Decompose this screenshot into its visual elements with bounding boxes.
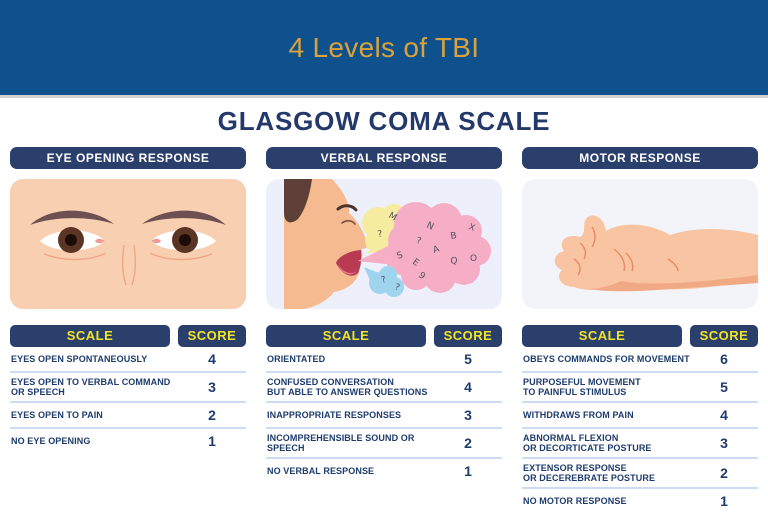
section-motor: MOTOR RESPONSE SCALE SCORE O (522, 147, 758, 513)
table-row: CONFUSED CONVERSATION BUT ABLE TO ANSWER… (266, 373, 502, 403)
table-header: SCALE SCORE (266, 325, 502, 347)
table-rows: ORIENTATED 5 CONFUSED CONVERSATION BUT A… (266, 347, 502, 483)
row-score: 4 (720, 407, 728, 423)
row-score: 2 (464, 435, 472, 451)
row-score: 2 (208, 407, 216, 423)
section-header: VERBAL RESPONSE (266, 147, 502, 169)
row-score: 6 (720, 351, 728, 367)
table-row: EYES OPEN SPONTANEOUSLY 4 (10, 347, 246, 373)
row-score: 2 (720, 465, 728, 481)
speech-letter: X (467, 222, 476, 234)
row-score: 3 (208, 379, 216, 395)
section-eye-opening: EYE OPENING RESPONSE (10, 147, 246, 513)
table-row: EXTENSOR RESPONSE OR DECEREBRATE POSTURE… (522, 459, 758, 489)
speech-letter: 9 (416, 271, 427, 283)
row-score: 1 (720, 493, 728, 509)
score-header: SCORE (434, 325, 502, 347)
row-score: 1 (464, 463, 472, 479)
speech-letter: S (396, 250, 405, 261)
row-label: ORIENTATED (267, 354, 326, 364)
row-score: 5 (720, 379, 728, 395)
scale-table: SCALE SCORE ORIENTATED 5 CONFUSED CONVER… (266, 325, 502, 483)
table-rows: EYES OPEN SPONTANEOUSLY 4 EYES OPEN TO V… (10, 347, 246, 453)
section-header: MOTOR RESPONSE (522, 147, 758, 169)
score-header: SCORE (690, 325, 758, 347)
row-label: NO EYE OPENING (11, 436, 91, 446)
scale-table: SCALE SCORE EYES OPEN SPONTANEOUSLY 4 EY… (10, 325, 246, 453)
table-row: INAPPROPRIATE RESPONSES 3 (266, 403, 502, 429)
speech-letter: ? (380, 275, 387, 286)
row-score: 4 (464, 379, 472, 395)
scale-header: SCALE (522, 325, 682, 347)
speech-letter: N (425, 221, 435, 233)
row-label: INCOMPREHENSIBLE SOUND OR SPEECH (267, 433, 415, 453)
table-header: SCALE SCORE (522, 325, 758, 347)
scale-header: SCALE (266, 325, 426, 347)
table-row: OBEYS COMMANDS FOR MOVEMENT 6 (522, 347, 758, 373)
eyes-illustration-panel (10, 179, 246, 309)
row-label: EYES OPEN TO VERBAL COMMAND OR SPEECH (11, 377, 171, 397)
speech-letter: A (432, 244, 442, 256)
row-score: 5 (464, 351, 472, 367)
table-row: EYES OPEN TO VERBAL COMMAND OR SPEECH 3 (10, 373, 246, 403)
score-header: SCORE (178, 325, 246, 347)
row-label: EXTENSOR RESPONSE OR DECEREBRATE POSTURE (523, 463, 656, 483)
speech-letter: M (387, 211, 399, 224)
scale-table: SCALE SCORE OBEYS COMMANDS FOR MOVEMENT … (522, 325, 758, 513)
table-row: ABNORMAL FLEXION OR DECORTICATE POSTURE … (522, 429, 758, 459)
row-label: CONFUSED CONVERSATION BUT ABLE TO ANSWER… (267, 377, 428, 397)
speech-letter: B (450, 231, 458, 242)
page-title: GLASGOW COMA SCALE (217, 106, 551, 136)
section-header: EYE OPENING RESPONSE (10, 147, 246, 169)
speech-letter: E (410, 257, 421, 269)
row-label: EYES OPEN TO PAIN (11, 410, 103, 420)
row-label: ABNORMAL FLEXION OR DECORTICATE POSTURE (523, 433, 652, 453)
columns-container: EYE OPENING RESPONSE (0, 147, 768, 513)
row-label: INAPPROPRIATE RESPONSES (267, 410, 402, 420)
speech-letter: ? (415, 236, 422, 247)
table-row: ORIENTATED 5 (266, 347, 502, 373)
top-banner: 4 Levels of TBI (0, 0, 768, 98)
eyes-illustration (30, 210, 226, 286)
row-score: 3 (720, 435, 728, 451)
speech-letter: ? (393, 282, 401, 293)
scale-header: SCALE (10, 325, 170, 347)
table-header: SCALE SCORE (10, 325, 246, 347)
table-row: NO MOTOR RESPONSE 1 (522, 489, 758, 513)
table-row: INCOMPREHENSIBLE SOUND OR SPEECH 2 (266, 429, 502, 459)
row-label: NO MOTOR RESPONSE (523, 496, 627, 506)
section-verbal: VERBAL RESPONSE (266, 147, 502, 513)
speech-letter: O (470, 254, 477, 264)
hand-illustration-panel (522, 179, 758, 309)
row-score: 1 (208, 433, 216, 449)
table-row: NO VERBAL RESPONSE 1 (266, 459, 502, 483)
hand-illustration (554, 215, 758, 292)
speech-letter: Q (450, 256, 458, 267)
row-label: EYES OPEN SPONTANEOUSLY (11, 354, 148, 364)
row-label: PURPOSEFUL MOVEMENT TO PAINFUL STIMULUS (523, 377, 641, 397)
table-row: PURPOSEFUL MOVEMENT TO PAINFUL STIMULUS … (522, 373, 758, 403)
table-row: NO EYE OPENING 1 (10, 429, 246, 453)
banner-title: 4 Levels of TBI (288, 31, 480, 63)
row-score: 3 (464, 407, 472, 423)
row-label: NO VERBAL RESPONSE (267, 466, 375, 476)
row-label: OBEYS COMMANDS FOR MOVEMENT (523, 354, 690, 364)
row-score: 4 (208, 351, 216, 367)
speech-letter: ? (377, 229, 383, 240)
table-row: WITHDRAWS FROM PAIN 4 (522, 403, 758, 429)
table-rows: OBEYS COMMANDS FOR MOVEMENT 6 PURPOSEFUL… (522, 347, 758, 513)
row-label: WITHDRAWS FROM PAIN (523, 410, 634, 420)
table-row: EYES OPEN TO PAIN 2 (10, 403, 246, 429)
